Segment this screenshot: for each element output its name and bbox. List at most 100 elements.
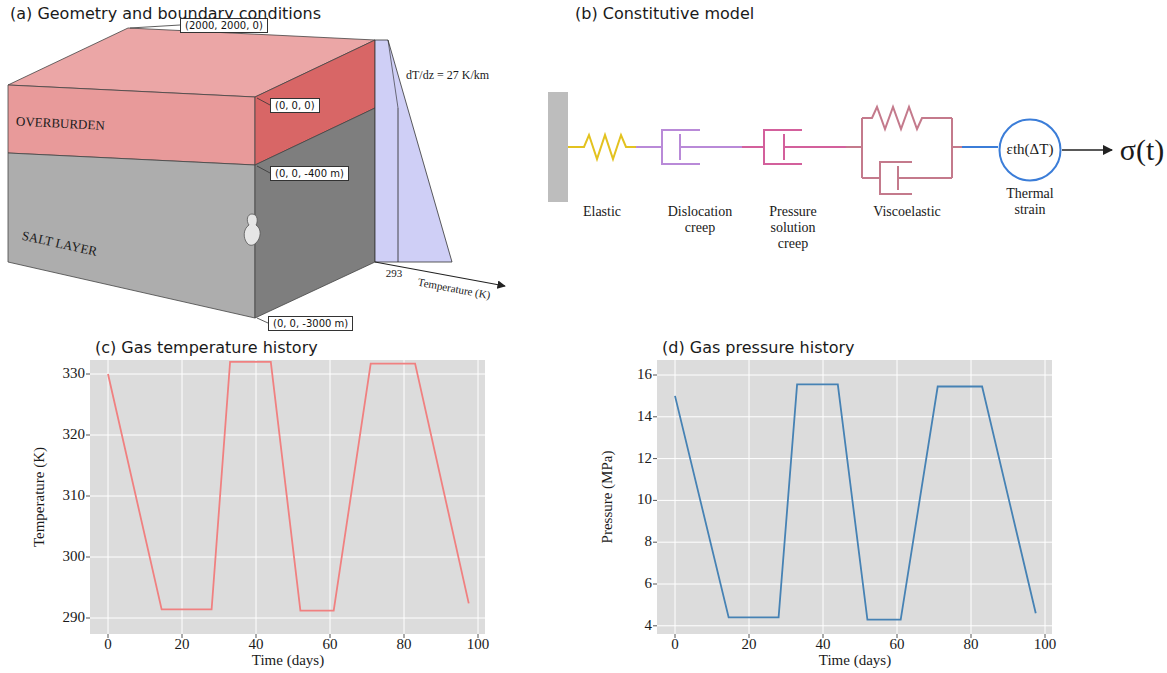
element-name: Dislocation creep (660, 204, 740, 236)
tick-mark (86, 435, 90, 436)
grid-line (108, 360, 109, 634)
rheology-chain (548, 92, 568, 202)
output-arrow (1062, 150, 1112, 151)
element-name: Viscoelastic (873, 204, 941, 220)
coordinate-text: (0, 0, -400 m) (275, 168, 344, 179)
leader-lines (130, 25, 270, 323)
tick-mark (653, 584, 657, 585)
coordinate-text: (0, 0, 0) (275, 100, 315, 111)
tick-label: 300 (63, 548, 86, 565)
tick-mark (86, 374, 90, 375)
spring-symbol (568, 135, 636, 159)
grid-line (657, 625, 1052, 626)
grid-line (256, 360, 257, 634)
circle-outline (1000, 120, 1061, 181)
coordinate-callout: (0, 0, -400 m) (270, 166, 349, 181)
tick-mark (653, 375, 657, 376)
tick-label: 100 (1034, 636, 1057, 653)
element-name: Pressure solution creep (757, 204, 829, 252)
tick-label: 330 (63, 365, 86, 382)
tick-mark (86, 618, 90, 619)
tick-label: 4 (645, 617, 653, 634)
strain-symbol: εth(ΔT) (1007, 141, 1054, 158)
grid-line (182, 360, 183, 634)
panel-title: (c) Gas temperature history (95, 339, 318, 357)
plot-area (90, 360, 485, 634)
element-name: Elastic (583, 204, 621, 220)
axis-title: Time (days) (819, 652, 891, 669)
coordinate-callout: (0, 0, -3000 m) (268, 316, 353, 331)
thermal-link (962, 146, 998, 148)
coordinate-callout: (0, 0, 0) (270, 98, 320, 113)
leader-lines (257, 318, 268, 323)
coordinate-callout: (2000, 2000, 0) (180, 18, 268, 33)
tick-label: 16 (637, 366, 652, 383)
tick-label: 310 (63, 487, 86, 504)
grid-line (971, 360, 972, 634)
tick-mark (653, 500, 657, 501)
pressure-curve (675, 384, 1036, 619)
tick-label: 290 (63, 609, 86, 626)
axis-title: Time (days) (252, 652, 324, 669)
grid-line (657, 542, 1052, 543)
temperature-curve (108, 362, 469, 611)
grid-line (330, 360, 331, 634)
grid-line (657, 375, 1052, 376)
grid-lines (86, 360, 1052, 638)
tick-label: 40 (249, 636, 264, 653)
grid-line (823, 360, 824, 634)
gradient-note: dT/dz = 27 K/km (406, 69, 489, 83)
overburden-left (8, 85, 255, 165)
grid-line (90, 618, 485, 619)
temperature-profile (388, 40, 398, 108)
tick-mark (86, 496, 90, 497)
panel-title: (b) Constitutive model (575, 5, 754, 23)
tick-label: 6 (645, 575, 653, 592)
tick-mark (86, 557, 90, 558)
tick-label: 12 (637, 450, 652, 467)
tick-label: 10 (637, 492, 652, 509)
axis-title: Temperature (K) (417, 276, 492, 302)
tick-label: 60 (323, 636, 338, 653)
tick-label: 0 (671, 636, 679, 653)
rheology-chain (548, 92, 998, 202)
data-curves (108, 362, 1036, 620)
tick-mark (653, 416, 657, 417)
tick-label: 20 (175, 636, 190, 653)
element-name: Thermal strain (994, 186, 1066, 218)
dashpot-symbol (742, 130, 846, 164)
grid-line (90, 374, 485, 375)
tick-label: 20 (742, 636, 757, 653)
grid-line (404, 360, 405, 634)
tick-label: 0 (104, 636, 112, 653)
strain-circle: εth(ΔT)Thermal strain (998, 118, 1062, 182)
leader-lines (130, 25, 180, 28)
salt-right (255, 108, 375, 318)
salt-left (8, 153, 255, 318)
tick-mark (653, 458, 657, 459)
dashpot-symbol (636, 130, 742, 164)
leader-lines (257, 166, 270, 173)
tick-label: 8 (645, 534, 653, 551)
geology-block (8, 28, 375, 318)
tick-label: 80 (964, 636, 979, 653)
axis-title: Pressure (MPa) (599, 451, 616, 544)
output-arrow (1062, 149, 1112, 151)
tick-mark (653, 542, 657, 543)
tick-label: 40 (816, 636, 831, 653)
grid-line (657, 584, 1052, 585)
coordinate-text: (0, 0, -3000 m) (273, 318, 348, 329)
axis-title: Temperature (K) (31, 447, 48, 547)
leader-lines (257, 98, 270, 105)
panel-title: (a) Geometry and boundary conditions (10, 5, 321, 23)
grid-line (897, 360, 898, 634)
grid-line (90, 435, 485, 436)
tick-label: 60 (890, 636, 905, 653)
temperature-profile (398, 108, 399, 262)
grid-line (478, 360, 479, 634)
tick-mark (653, 625, 657, 626)
grid-line (657, 458, 1052, 459)
tick-label: 14 (637, 408, 652, 425)
coordinate-text: (2000, 2000, 0) (185, 20, 263, 31)
